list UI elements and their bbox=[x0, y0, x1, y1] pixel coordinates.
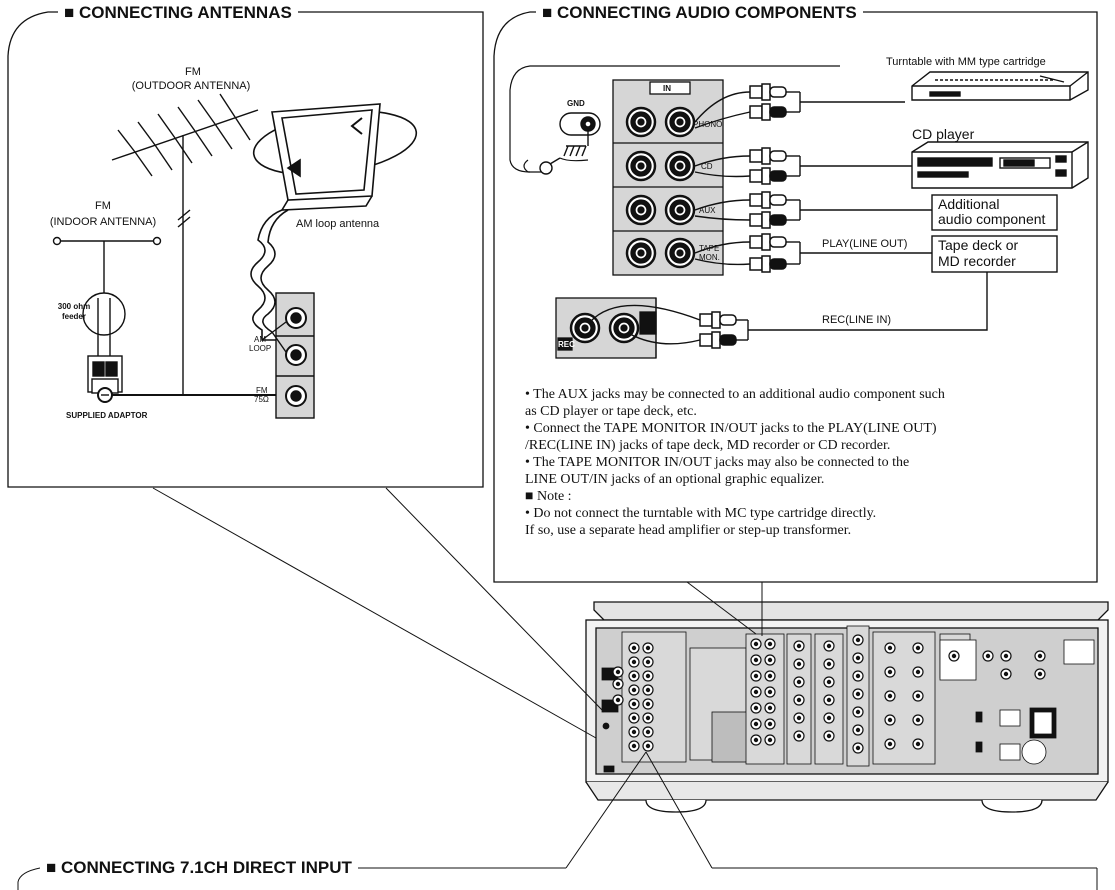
note-line: • Do not connect the turntable with MC t… bbox=[525, 506, 877, 521]
fm-jack-label: FM bbox=[256, 386, 268, 395]
turntable-label: Turntable with MM type cartridge bbox=[886, 56, 1046, 68]
fm-outdoor-sub-label: (OUTDOOR ANTENNA) bbox=[131, 80, 251, 92]
turntable bbox=[911, 71, 1089, 101]
note-line: If so, use a separate head amplifier or … bbox=[525, 523, 852, 538]
fm-indoor-label: FM bbox=[95, 200, 111, 212]
additional-label: Additional bbox=[938, 196, 1000, 212]
note-line: /REC(LINE IN) jacks of tape deck, MD rec… bbox=[525, 438, 891, 453]
cd-player bbox=[911, 141, 1089, 189]
antenna-terminal-block bbox=[261, 292, 315, 419]
audio-notes: • The AUX jacks may be connected to an a… bbox=[525, 386, 1095, 539]
audio-panel bbox=[493, 11, 1098, 583]
callout-lines bbox=[17, 487, 1098, 890]
rec-tag: REC bbox=[558, 340, 575, 349]
am-jack-sub-label: LOOP bbox=[249, 344, 272, 353]
cd-jack-label: CD bbox=[701, 162, 713, 171]
device-boxes bbox=[931, 194, 1058, 273]
audio-cables bbox=[694, 91, 988, 331]
rec-line-in-label: REC(LINE IN) bbox=[822, 314, 892, 326]
fm-indoor-sub-label: (INDOOR ANTENNA) bbox=[49, 216, 157, 228]
audio-rear-plate bbox=[509, 65, 840, 173]
play-line-out-label: PLAY(LINE OUT) bbox=[822, 238, 908, 250]
rec-cables bbox=[589, 304, 749, 345]
tape-label: TAPE bbox=[699, 244, 720, 253]
am-loop-antenna bbox=[250, 103, 418, 341]
fm-outdoor-label: FM bbox=[185, 66, 201, 78]
audio-components-title: ■ CONNECTING AUDIO COMPONENTS bbox=[536, 3, 863, 23]
cd-player-label: CD player bbox=[912, 126, 975, 142]
fm-outdoor-antenna bbox=[111, 93, 259, 395]
rec-plugs bbox=[699, 311, 737, 349]
note-line: • The AUX jacks may be connected to an a… bbox=[525, 387, 945, 402]
direct-input-title: ■ CONNECTING 7.1CH DIRECT INPUT bbox=[40, 858, 358, 878]
phono-label: PHONO bbox=[693, 120, 723, 129]
note-line: • The TAPE MONITOR IN/OUT jacks may also… bbox=[525, 455, 910, 470]
feeder-sub-label: feeder bbox=[61, 312, 86, 321]
tape-deck-sub-label: MD recorder bbox=[938, 253, 1016, 269]
gnd-label: GND bbox=[567, 99, 585, 108]
note-heading: ■ Note : bbox=[525, 489, 572, 504]
receiver-panels bbox=[601, 625, 1095, 773]
adaptor-label: SUPPLIED ADAPTOR bbox=[66, 411, 148, 420]
note-line: LINE OUT/IN jacks of an optional graphic… bbox=[525, 472, 825, 487]
rec-panel bbox=[555, 297, 657, 359]
am-loop-label: AM loop antenna bbox=[296, 218, 380, 230]
note-line: as CD player or tape deck, etc. bbox=[525, 404, 697, 419]
in-label: IN bbox=[663, 84, 671, 93]
audio-rca-plugs bbox=[749, 83, 787, 273]
gnd-terminal bbox=[539, 112, 601, 175]
note-line: • Connect the TAPE MONITOR IN/OUT jacks … bbox=[525, 421, 937, 436]
tape-mon-label: MON. bbox=[699, 253, 720, 262]
am-jack-label: AM bbox=[254, 335, 266, 344]
fm-jack-sub-label: 75Ω bbox=[254, 395, 269, 404]
additional-sub-label: audio component bbox=[938, 211, 1046, 227]
tape-deck-label: Tape deck or bbox=[938, 237, 1019, 253]
antennas-title: ■ CONNECTING ANTENNAS bbox=[58, 3, 298, 23]
feeder-label: 300 ohm bbox=[57, 302, 91, 311]
aux-label: AUX bbox=[699, 206, 716, 215]
antenna-panel bbox=[7, 11, 484, 488]
fm-indoor-antenna bbox=[52, 236, 282, 403]
